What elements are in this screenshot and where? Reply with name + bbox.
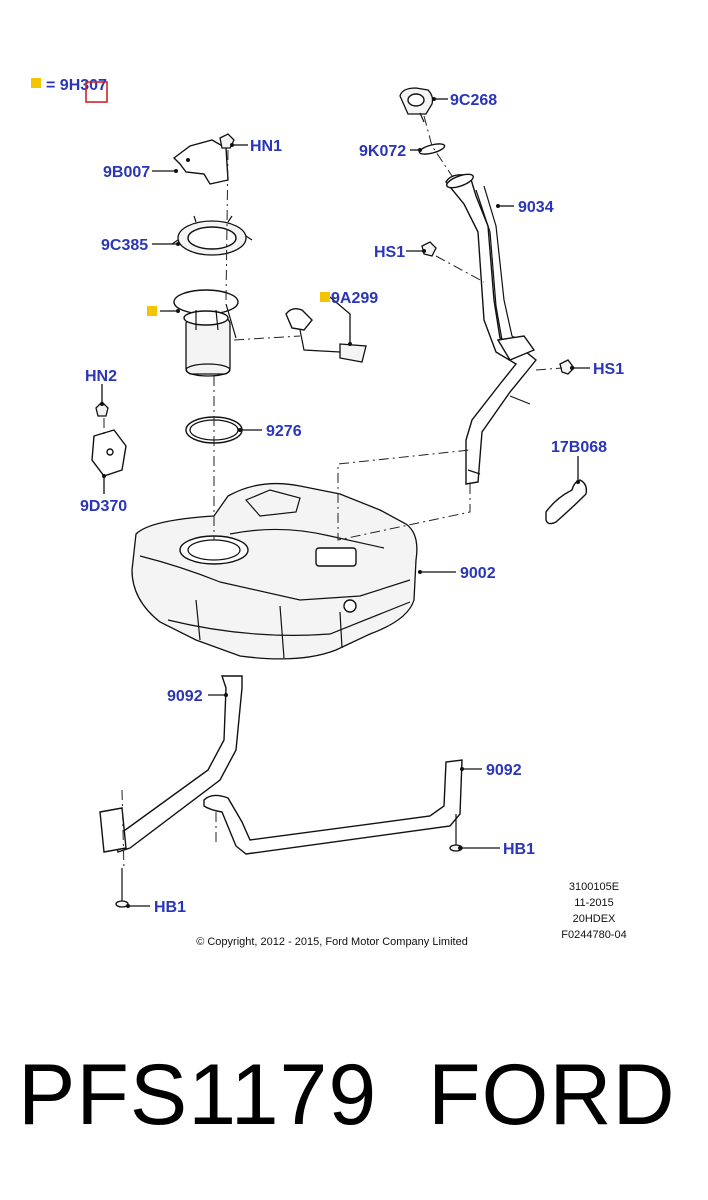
callout-9092-right: 9092 <box>486 762 522 779</box>
callout-9K072: 9K072 <box>359 143 406 160</box>
highlight-box <box>85 81 108 103</box>
seal-ring-9K072 <box>418 143 446 155</box>
part-number: PFS1179 <box>18 1047 378 1143</box>
fuel-tank-9002 <box>131 482 418 660</box>
callout-HN2: HN2 <box>85 368 117 385</box>
hose-17B068 <box>545 479 588 525</box>
callout-HB1-left: HB1 <box>154 899 186 916</box>
callout-9034: 9034 <box>518 199 554 216</box>
legend-text: = 9H307 <box>46 77 107 94</box>
sensor-marker <box>320 292 330 302</box>
filler-pipe-9034 <box>445 173 537 485</box>
callout-9B007: 9B007 <box>103 164 150 181</box>
lock-ring-9C385 <box>171 215 253 256</box>
callout-9C385: 9C385 <box>101 237 148 254</box>
drawing-code: 3100105E <box>569 881 619 893</box>
drawing-figure: F0244780-04 <box>561 929 626 941</box>
bracket-9D370 <box>91 429 127 477</box>
tank-strap-right-9092 <box>203 759 463 855</box>
screw-HS1 <box>421 241 575 375</box>
fuel-level-sensor-9A299 <box>285 307 367 363</box>
legend-marker <box>31 78 41 88</box>
fuel-filler-cap-9C268 <box>399 87 434 123</box>
brand-name: FORD <box>428 1047 676 1143</box>
callout-17B068: 17B068 <box>551 439 607 456</box>
pump-marker <box>147 306 157 316</box>
callout-HS1-lower: HS1 <box>593 361 624 378</box>
callout-9C268: 9C268 <box>450 92 497 109</box>
callout-9D370: 9D370 <box>80 498 127 515</box>
callout-9092-left: 9092 <box>167 688 203 705</box>
fuel-pump-module <box>173 289 239 377</box>
drawing-series: 20HDEX <box>573 913 616 925</box>
callout-HB1-right: HB1 <box>503 841 535 858</box>
callout-9002: 9002 <box>460 565 496 582</box>
drawing-date: 11-2015 <box>574 897 614 909</box>
callout-HN1: HN1 <box>250 138 282 155</box>
exploded-view-drawing: = 9H307 <box>31 77 627 948</box>
callout-9A299: 9A299 <box>331 290 378 307</box>
callout-HS1-upper: HS1 <box>374 244 405 261</box>
copyright: © Copyright, 2012 - 2015, Ford Motor Com… <box>196 936 468 948</box>
bracket-9B007 <box>172 139 229 185</box>
callout-9276: 9276 <box>266 423 302 440</box>
tank-strap-left-9092 <box>99 675 243 853</box>
